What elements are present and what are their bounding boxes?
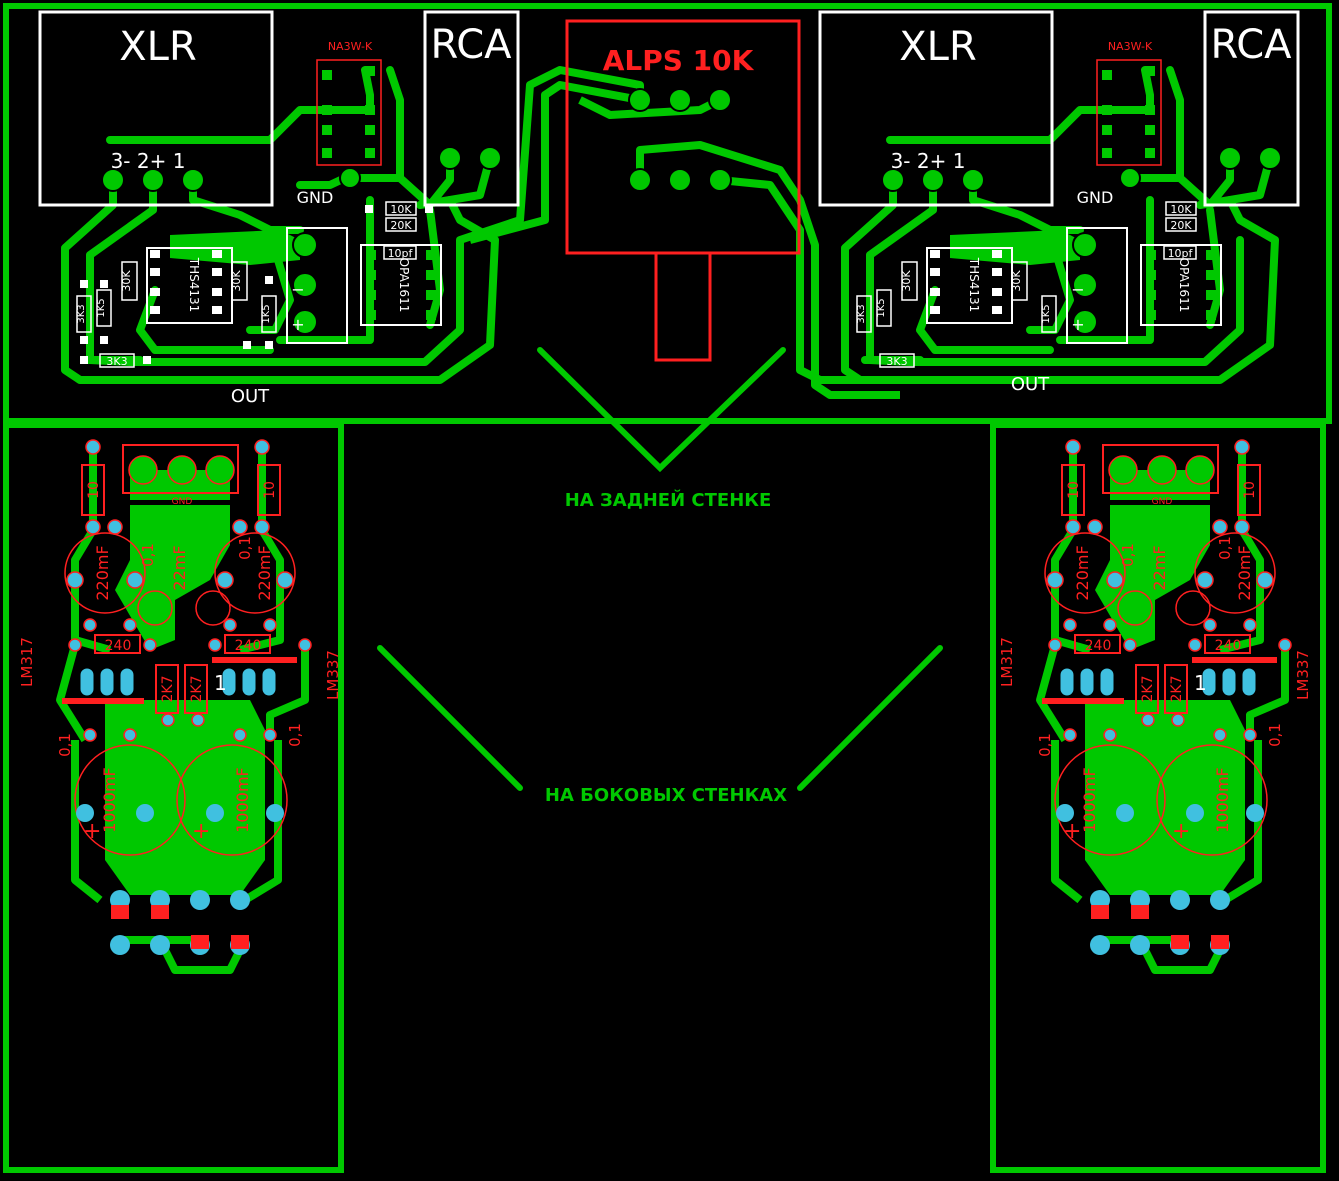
r-240-label-r2: 240 bbox=[1215, 638, 1242, 654]
input-channel-left: XLR 3- 2+ 1 RCA NA3W-K − + bbox=[38, 10, 644, 407]
out-label: OUT bbox=[231, 386, 270, 407]
r-20k-label-right: 20K bbox=[1170, 219, 1192, 232]
switch-label: NA3W-K bbox=[328, 40, 373, 53]
pot-label: ALPS 10K bbox=[603, 44, 755, 77]
switch-outline bbox=[316, 59, 382, 166]
r-1k5-label-right-2: 1K5 bbox=[1041, 304, 1052, 323]
svg-text:+: + bbox=[291, 315, 304, 334]
out-label-right: OUT bbox=[1011, 374, 1050, 395]
r-3k3-label-2: 3K3 bbox=[106, 355, 127, 368]
svg-text:−: − bbox=[291, 280, 304, 299]
r-240-label-l2: 240 bbox=[1085, 638, 1112, 654]
gnd-label-right: GND bbox=[1077, 188, 1114, 207]
opa1611-label: OPA1611 bbox=[397, 258, 411, 313]
r-1k5-label-right: 1K5 bbox=[876, 298, 887, 317]
pot-shaft bbox=[654, 251, 712, 362]
lm337-label-2: LM337 bbox=[1294, 650, 1312, 700]
xlr-pin-labels-right: 3- 2+ 1 bbox=[891, 149, 966, 173]
c-01-label-l2: 0,1 bbox=[1119, 543, 1137, 567]
c-220-label-l2: 220mF bbox=[1073, 545, 1092, 600]
r-30k-label-2: 30K bbox=[230, 270, 243, 292]
c-01-label-br: 0,1 bbox=[286, 723, 304, 747]
r-240-label-r: 240 bbox=[235, 638, 262, 654]
c-22-label: 22mF bbox=[170, 545, 189, 590]
r-10-label-r: 10 bbox=[262, 481, 278, 499]
psu-gnd-label-2: GND bbox=[1152, 497, 1173, 507]
c-220-label-l: 220mF bbox=[93, 545, 112, 600]
r-1k5-label: 1K5 bbox=[96, 298, 107, 317]
c-01-label-r: 0,1 bbox=[236, 536, 254, 560]
input-channel-right: XLR 3- 2+ 1 RCA NA3W-K − + bbox=[818, 10, 1300, 395]
opa1611-label-right: OPA1611 bbox=[1177, 258, 1191, 313]
r-2k7-label-l2: 2K7 bbox=[1140, 676, 1156, 703]
rca-connector-outline bbox=[423, 10, 520, 207]
r-10-label-r2: 10 bbox=[1242, 481, 1258, 499]
r-3k3-label-right-2: 3K3 bbox=[886, 355, 907, 368]
gnd-label: GND bbox=[297, 188, 334, 207]
c-01-label-bl2: 0,1 bbox=[1036, 733, 1054, 757]
rca-label: RCA bbox=[430, 22, 512, 68]
lm317-label-2: LM317 bbox=[998, 637, 1016, 687]
c-01-label-bl: 0,1 bbox=[56, 733, 74, 757]
board-outline bbox=[3, 3, 1332, 1173]
c-1000-label-r2: 1000mF bbox=[1213, 767, 1232, 833]
c-1000-label-l2: 1000mF bbox=[1080, 767, 1099, 833]
c-1000-label-l: 1000mF bbox=[100, 767, 119, 833]
ths4131-label: THS4131 bbox=[187, 257, 201, 313]
wall-markers bbox=[377, 347, 943, 791]
power-supply-right: GND 10 10 220mF 220mF 0,1 0,1 22mF 240 2… bbox=[998, 439, 1312, 974]
psu-gnd-label: GND bbox=[172, 497, 193, 507]
r-3k3-label-right: 3K3 bbox=[856, 304, 867, 323]
svg-text:+: + bbox=[1063, 819, 1081, 844]
r-30k-label-right: 30K bbox=[900, 270, 913, 292]
lm337-label: LM337 bbox=[324, 650, 342, 700]
opa1611-outline bbox=[360, 244, 442, 326]
c-10pf-label-right: 10pf bbox=[1168, 247, 1194, 260]
svg-text:+: + bbox=[1172, 819, 1190, 844]
r-20k-label: 20K bbox=[390, 219, 412, 232]
c-01-label-br2: 0,1 bbox=[1266, 723, 1284, 747]
rca-label-right: RCA bbox=[1210, 22, 1292, 68]
power-supply-left: GND 10 10 220mF 220mF 0,1 0,1 22mF 240 2… bbox=[18, 439, 342, 974]
c-220-label-r2: 220mF bbox=[1235, 545, 1254, 600]
xlr-label: XLR bbox=[119, 24, 196, 70]
r-10k-label-right: 10K bbox=[1170, 203, 1192, 216]
r-10-label-l: 10 bbox=[86, 481, 102, 499]
r-3k3-label: 3K3 bbox=[76, 304, 87, 323]
xlr-connector-outline bbox=[38, 10, 274, 207]
r-2k7-label-r2: 2K7 bbox=[1169, 676, 1185, 703]
reg-pin1-label: 1 bbox=[214, 671, 227, 695]
svg-text:+: + bbox=[1071, 315, 1084, 334]
r-30k-label-right-2: 30K bbox=[1010, 270, 1023, 292]
c-22-label-2: 22mF bbox=[1150, 545, 1169, 590]
volume-potentiometer: ALPS 10K bbox=[468, 19, 900, 399]
power-terminal-outline bbox=[286, 227, 348, 344]
switch-label-right: NA3W-K bbox=[1108, 40, 1153, 53]
xlr-pin-labels: 3- 2+ 1 bbox=[111, 149, 186, 173]
rca-connector-outline-right bbox=[1203, 10, 1300, 207]
r-30k-label: 30K bbox=[120, 270, 133, 292]
svg-text:−: − bbox=[1071, 280, 1084, 299]
back-wall-label: НА ЗАДНЕЙ СТЕНКЕ bbox=[565, 489, 772, 511]
xlr-connector-outline-right bbox=[818, 10, 1054, 207]
xlr-label-right: XLR bbox=[899, 24, 976, 70]
ths4131-label-right: THS4131 bbox=[967, 257, 981, 313]
c-220-label-r: 220mF bbox=[255, 545, 274, 600]
r-2k7-label-l: 2K7 bbox=[160, 676, 176, 703]
c-1000-label-r: 1000mF bbox=[233, 767, 252, 833]
reg-pin1-label-2: 1 bbox=[1194, 671, 1207, 695]
c-01-label-l: 0,1 bbox=[139, 543, 157, 567]
side-walls-label: НА БОКОВЫХ СТЕНКАХ bbox=[545, 785, 787, 806]
c-10pf-label: 10pf bbox=[388, 247, 414, 260]
svg-text:+: + bbox=[83, 819, 101, 844]
svg-text:+: + bbox=[192, 819, 210, 844]
r-1k5-label-2: 1K5 bbox=[261, 304, 272, 323]
r-2k7-label-r: 2K7 bbox=[189, 676, 205, 703]
r-240-label-l: 240 bbox=[105, 638, 132, 654]
r-10k-label: 10K bbox=[390, 203, 412, 216]
c-01-label-r2: 0,1 bbox=[1216, 536, 1234, 560]
lm317-label: LM317 bbox=[18, 637, 36, 687]
r-10-label-l2: 10 bbox=[1066, 481, 1082, 499]
